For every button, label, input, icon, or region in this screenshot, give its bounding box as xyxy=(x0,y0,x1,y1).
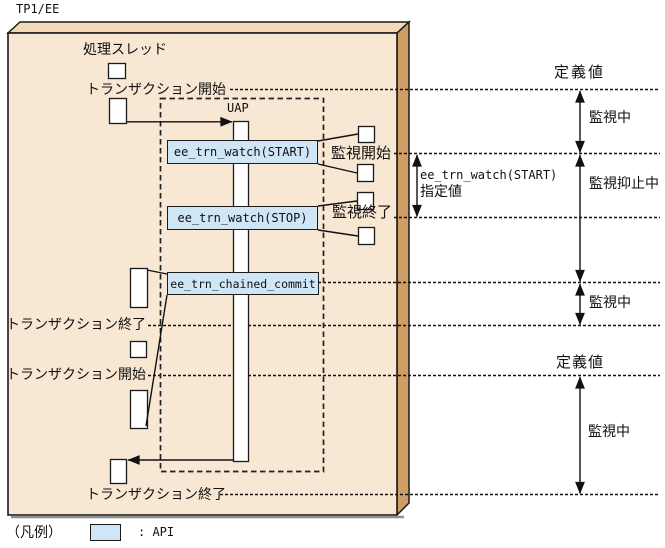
legend-caption: （凡例） xyxy=(6,524,62,540)
api-box-watch-start: ee_trn_watch(START) xyxy=(167,140,318,164)
api-box-watch-stop: ee_trn_watch(STOP) xyxy=(167,206,318,230)
legend-api-swatch xyxy=(90,524,121,541)
tx-end-1-box xyxy=(129,267,149,309)
specified-value-label: ee_trn_watch(START) 指定値 xyxy=(420,168,557,201)
specified-value-suffix: 指定値 xyxy=(420,183,462,199)
fan-line-start-lower xyxy=(317,163,358,174)
defined-value-2-label: 定義値 xyxy=(556,354,605,371)
commit-chain-diagonal xyxy=(145,294,168,427)
monitoring-1-label: 監視中 xyxy=(589,109,631,125)
watch-start-upper-box xyxy=(357,125,376,144)
watch-end-label: 監視終了 xyxy=(332,204,393,221)
commit-connector-line xyxy=(146,269,168,275)
panel-top-face xyxy=(6,21,411,34)
watch-start-lower-box xyxy=(356,163,375,183)
tx-end-2-label: トランザクション終了 xyxy=(86,486,226,502)
uap-label: UAP xyxy=(227,101,249,115)
monitoring-2-label: 監視中 xyxy=(589,294,631,310)
watch-end-lower-box xyxy=(357,226,376,246)
uap-dashed-boundary xyxy=(159,97,325,473)
panel-title: TP1/EE xyxy=(16,2,60,16)
fan-line-stop-upper xyxy=(317,200,358,207)
suppressed-label: 監視抑止中 xyxy=(589,175,659,191)
monitoring-3-label: 監視中 xyxy=(588,423,630,439)
watch-start-label: 監視開始 xyxy=(331,145,392,162)
defined-value-1-label: 定義値 xyxy=(554,64,606,81)
tx-start-2-box xyxy=(129,389,149,430)
tx-start-1-box xyxy=(108,97,128,125)
thread-label: 処理スレッド xyxy=(83,41,167,57)
api-box-chained-commit: ee_trn_chained_commit xyxy=(167,272,319,295)
fan-line-start-upper xyxy=(317,133,359,142)
tx-start-1-label: トランザクション開始 xyxy=(86,81,226,97)
tx-start-2-label: トランザクション開始 xyxy=(6,366,146,382)
thread-box xyxy=(107,62,127,80)
specified-value-api-name: ee_trn_watch(START) xyxy=(420,168,558,182)
panel-side-face xyxy=(396,20,410,517)
fan-line-stop-lower xyxy=(317,229,359,237)
legend-api-label: : API xyxy=(138,525,175,539)
between-tx-box xyxy=(129,340,148,359)
watch-end-upper-box xyxy=(356,191,375,211)
tx-end-2-box xyxy=(109,458,128,485)
tx-end-1-label: トランザクション終了 xyxy=(6,316,146,332)
